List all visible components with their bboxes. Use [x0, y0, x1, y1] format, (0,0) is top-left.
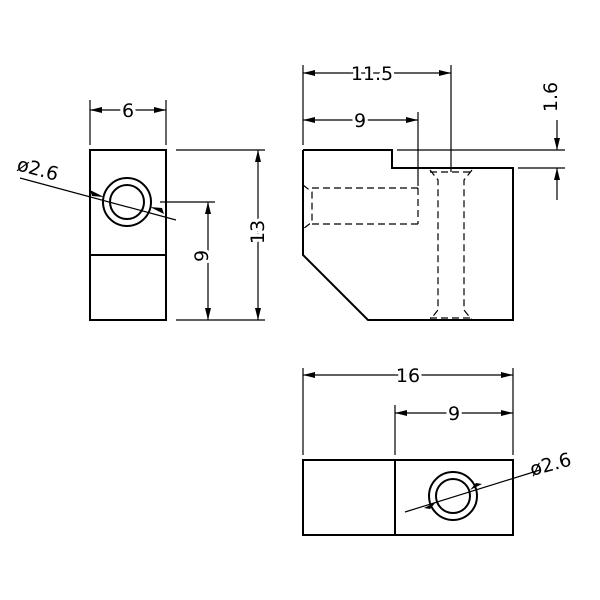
- side-total-height-label: 13: [247, 220, 269, 244]
- side-hole-outer: [102, 177, 152, 227]
- top-hole-pos-label: 9: [448, 403, 460, 425]
- front-view-outline: [302, 149, 514, 321]
- front-step-label: 1.6: [540, 82, 562, 112]
- side-hole-inner: [109, 184, 145, 220]
- side-view-outline: [89, 149, 167, 321]
- side-width-label: 6: [122, 100, 134, 122]
- top-hole-arrow-1: [424, 502, 436, 509]
- top-view-outline: [302, 459, 514, 536]
- top-overall-label: 16: [396, 365, 420, 387]
- side-hole-height-label: 9: [191, 250, 213, 262]
- top-hole-outer: [428, 471, 478, 521]
- front-hidden-vbore-right: [463, 169, 473, 321]
- front-hidden-vbore-left: [429, 169, 439, 321]
- side-hole-arrow-1: [90, 190, 104, 197]
- top-hole-inner: [435, 478, 471, 514]
- side-hole-arrow-2: [150, 207, 164, 214]
- side-hole-leader: [19, 177, 177, 221]
- front-hole-pos-label: 9: [354, 110, 366, 132]
- top-hole-leader: [404, 469, 541, 513]
- front-overall-label: 11.5: [351, 63, 393, 85]
- side-hole-dia-label: ø2.6: [15, 154, 61, 186]
- top-hole-dia-label: ø2.6: [528, 449, 574, 481]
- top-view: 16 9 ø2.6: [302, 362, 574, 536]
- side-view: 6 ø2.6 9 13: [15, 97, 272, 321]
- front-view: 11.5 9 1.6: [302, 60, 565, 321]
- top-hole-arrow-2: [470, 483, 482, 490]
- front-hidden-bore: [302, 184, 313, 230]
